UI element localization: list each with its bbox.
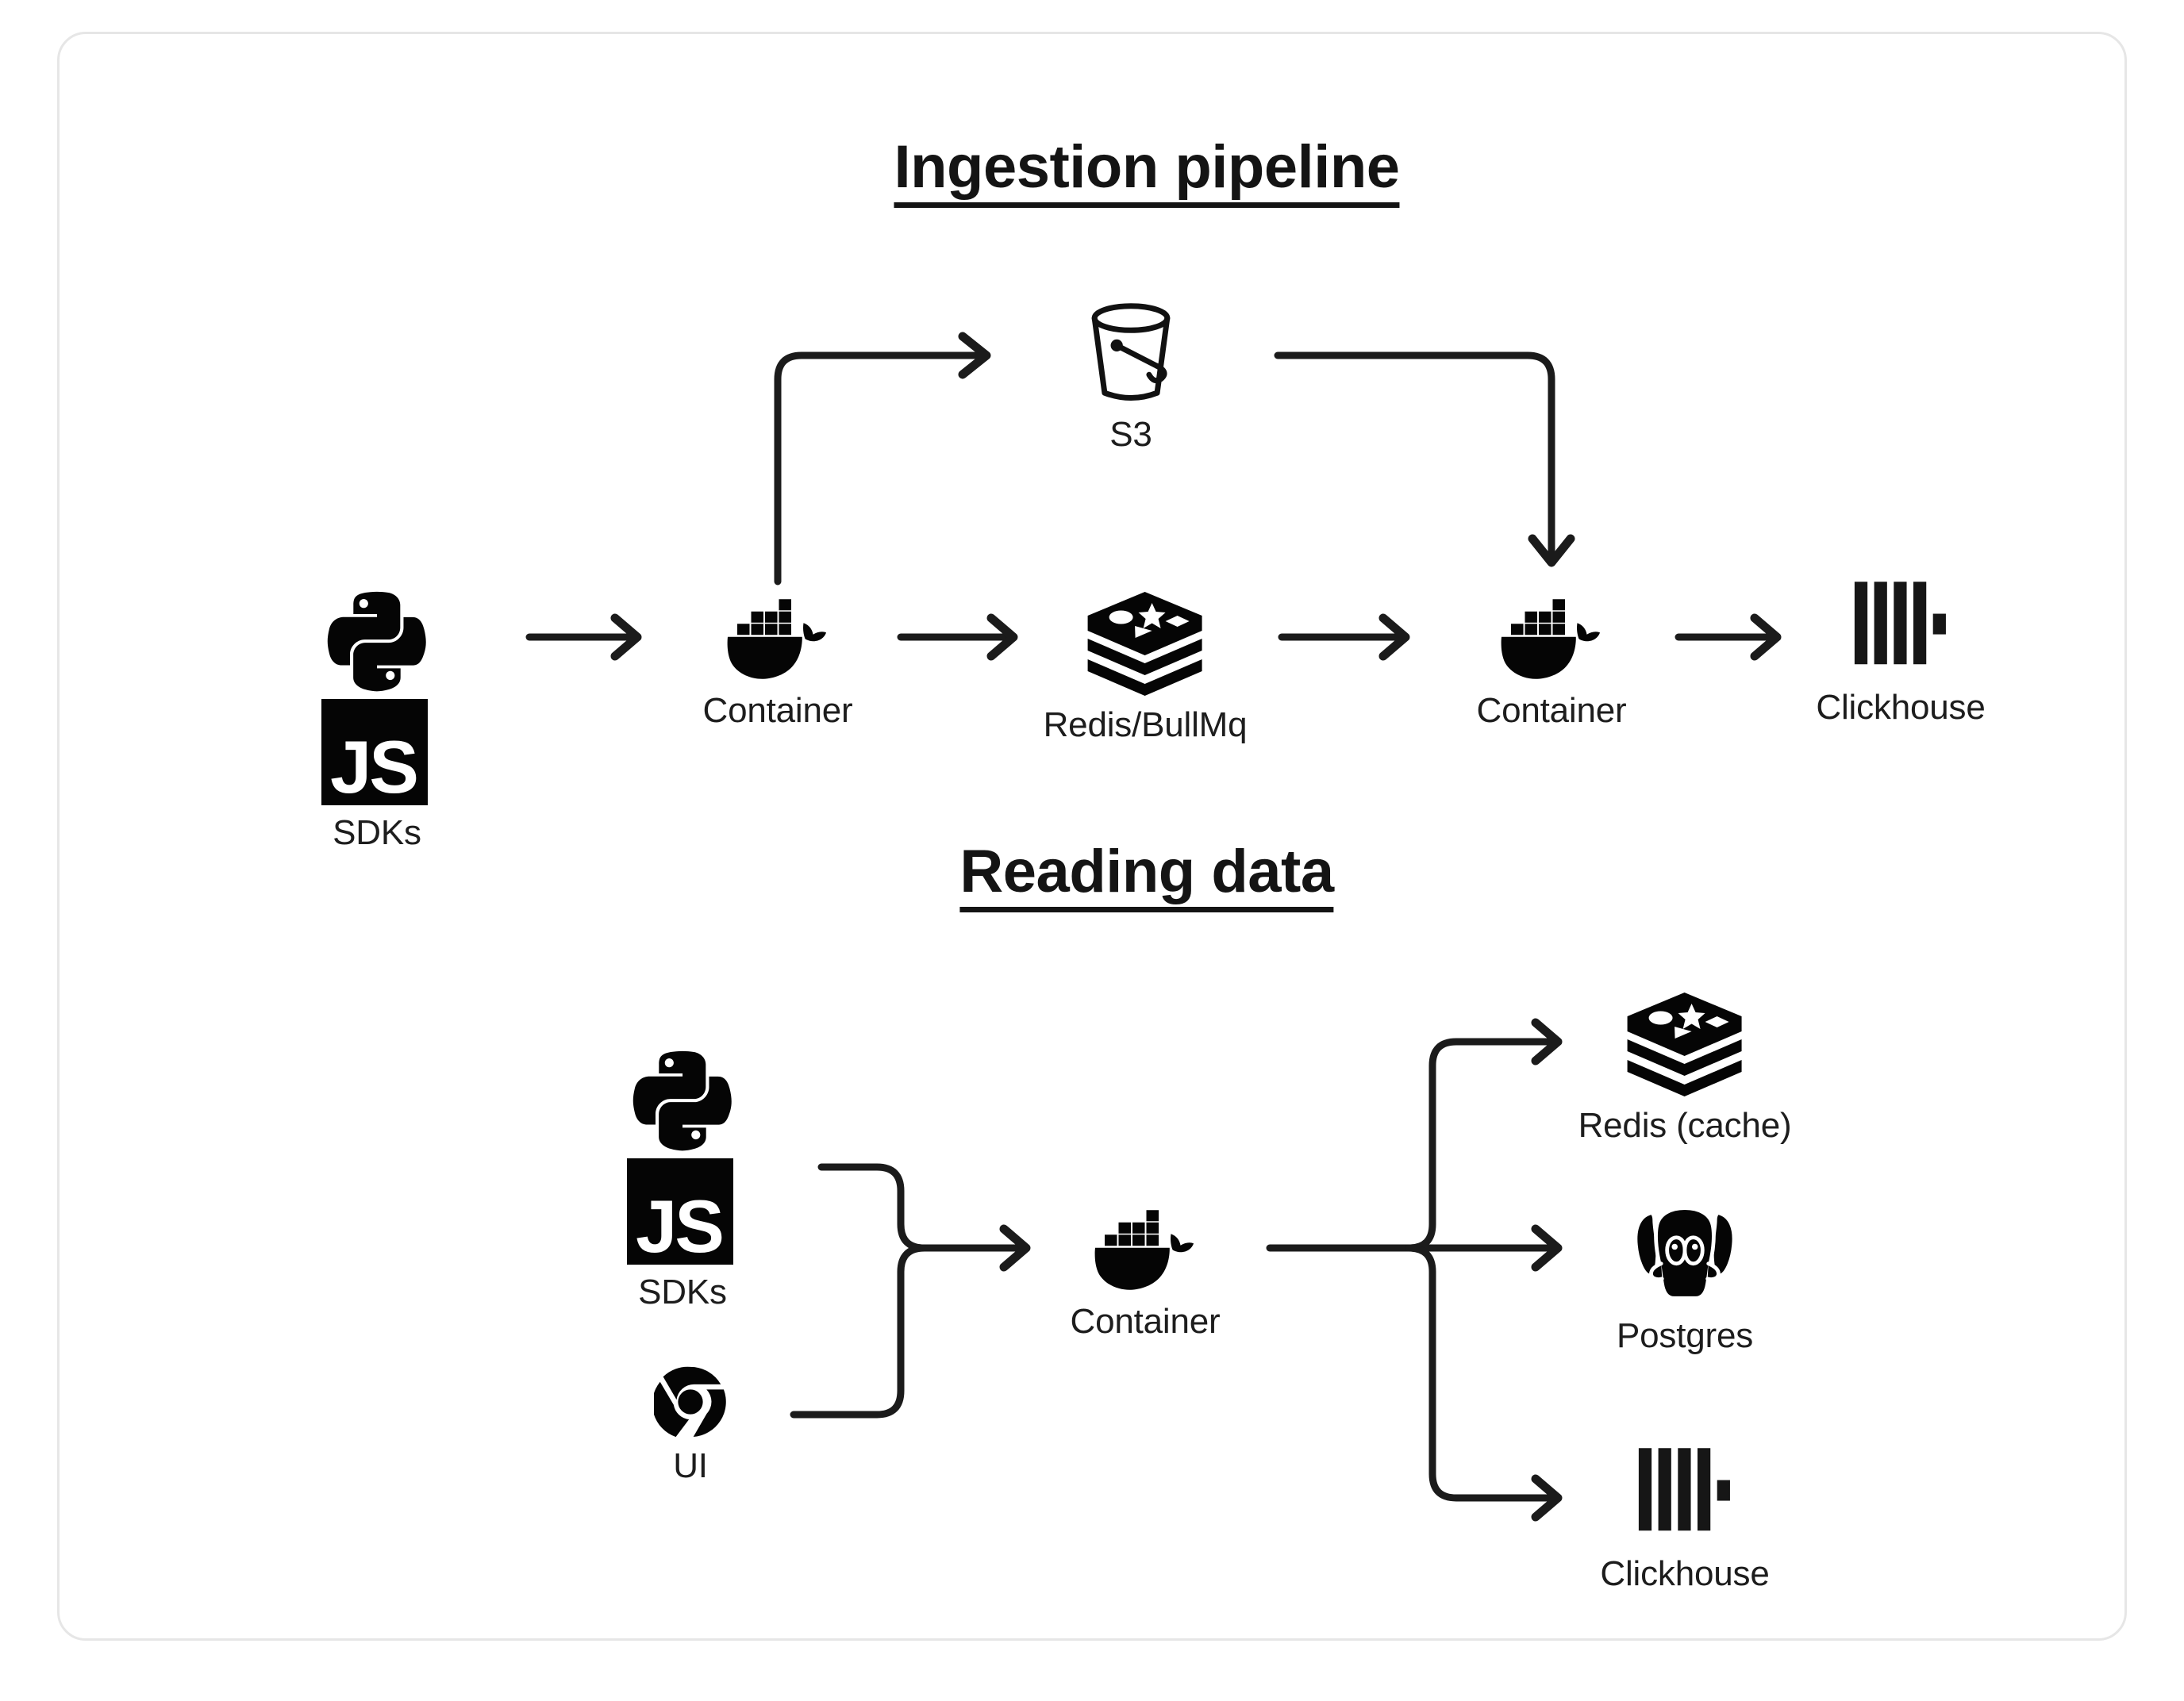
node-postgres[interactable]: Postgres xyxy=(1617,1200,1753,1357)
docker-whale-icon xyxy=(728,599,827,679)
node-redis-bullmq[interactable]: Redis/BullMq xyxy=(1044,589,1248,746)
node-label-container-3: Container xyxy=(1070,1302,1221,1341)
edge-container2-to-clickhouse xyxy=(1675,613,1782,661)
node-label-container-2: Container xyxy=(1476,691,1627,730)
section-title-reading: Reading data xyxy=(959,840,1334,912)
python-js-sdk-icon: JS xyxy=(321,584,433,805)
docker-whale-icon xyxy=(1502,599,1601,679)
edge-sdks2-to-container3 xyxy=(817,1163,960,1252)
edge-container1-to-redis xyxy=(897,613,1018,661)
javascript-icon: JS xyxy=(321,699,428,805)
docker-whale-icon xyxy=(1095,1210,1194,1290)
section-title-ingestion: Ingestion pipeline xyxy=(894,136,1400,208)
python-icon xyxy=(633,1050,732,1151)
clickhouse-bars-icon xyxy=(1854,582,1946,665)
connector-layer: .ln{fill:none;stroke:#1b1b1b;stroke-widt… xyxy=(525,332,1782,1522)
edge-container3-to-redis-cache xyxy=(1405,1018,1563,1252)
node-label-ui: UI xyxy=(673,1446,708,1485)
diagram-card: .ln{fill:none;stroke:#1b1b1b;stroke-widt… xyxy=(57,32,2127,1641)
redis-stack-icon xyxy=(1088,592,1202,696)
node-label-clickhouse-2: Clickhouse xyxy=(1600,1554,1770,1593)
node-container-ingestion-1[interactable]: Container xyxy=(703,589,853,731)
edge-s3-to-container2 xyxy=(1274,351,1575,567)
node-label-container-1: Container xyxy=(702,691,853,730)
python-js-sdk-icon: JS xyxy=(627,1043,738,1265)
redis-stack-icon xyxy=(1628,993,1742,1096)
chrome-icon xyxy=(654,1366,726,1438)
edge-container3-to-postgres xyxy=(1405,1224,1563,1272)
edge-sdks-to-container1 xyxy=(525,613,642,661)
node-label-clickhouse-1: Clickhouse xyxy=(1816,688,1986,727)
edge-ui-to-container3 xyxy=(790,1244,960,1419)
node-s3[interactable]: S3 xyxy=(1080,296,1182,455)
node-ui[interactable]: UI xyxy=(654,1365,727,1487)
postgres-elephant-icon xyxy=(1633,1206,1736,1300)
edge-container3-to-clickhouse2 xyxy=(1405,1244,1563,1522)
node-container-reading[interactable]: Container xyxy=(1071,1200,1221,1342)
node-label-postgres: Postgres xyxy=(1616,1316,1754,1355)
node-label-s3: S3 xyxy=(1109,415,1152,454)
edge-redis-to-container2 xyxy=(1278,613,1410,661)
js-badge-label: JS xyxy=(636,1184,725,1268)
node-sdks-reading[interactable]: JS SDKs xyxy=(627,1043,738,1313)
s3-bucket-icon xyxy=(1091,303,1171,401)
node-container-ingestion-2[interactable]: Container xyxy=(1477,589,1627,731)
javascript-icon: JS xyxy=(627,1158,733,1265)
clickhouse-bars-icon xyxy=(1638,1448,1730,1531)
diagram-stage: .ln{fill:none;stroke:#1b1b1b;stroke-widt… xyxy=(60,34,2124,1638)
node-clickhouse-reading[interactable]: Clickhouse xyxy=(1600,1448,1770,1595)
python-icon xyxy=(327,591,426,692)
js-badge-label: JS xyxy=(330,724,419,808)
node-label-redis-bullmq: Redis/BullMq xyxy=(1043,705,1248,744)
node-redis-cache[interactable]: Redis (cache) xyxy=(1578,990,1792,1146)
node-clickhouse-ingestion[interactable]: Clickhouse xyxy=(1816,582,1986,728)
node-label-sdks: SDKs xyxy=(333,813,421,852)
edge-container1-to-s3 xyxy=(774,332,991,586)
node-label-redis-cache: Redis (cache) xyxy=(1578,1106,1792,1145)
merge-arrowhead xyxy=(921,1224,1031,1272)
node-sdks-ingestion[interactable]: JS SDKs xyxy=(321,584,433,854)
node-label-sdks-reading: SDKs xyxy=(638,1273,727,1311)
